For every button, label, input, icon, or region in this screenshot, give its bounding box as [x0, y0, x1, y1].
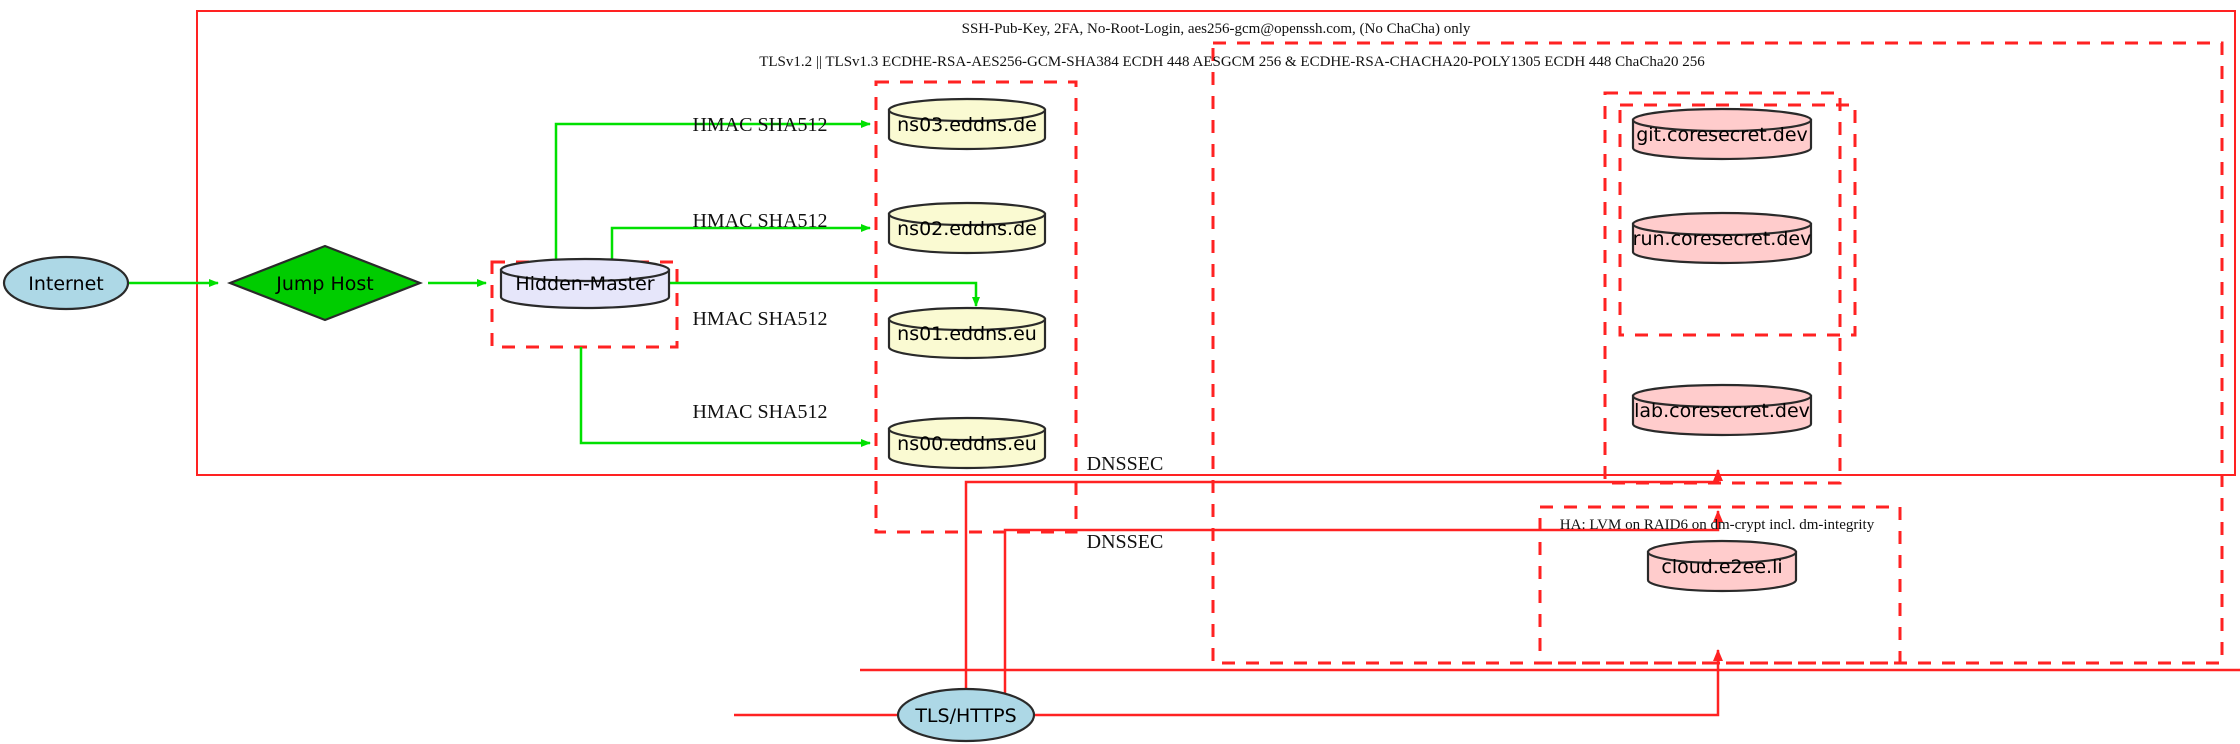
node-jump-host-label: Jump Host	[275, 273, 374, 295]
node-ns00[interactable]: ns00.eddns.eu	[887, 416, 1047, 470]
edge-label-dnssec-upper: DNSSEC	[1087, 453, 1164, 475]
node-ns03-label: ns03.eddns.de	[897, 114, 1037, 136]
edge-dnssec-lower	[1003, 510, 1723, 712]
node-ns01-label: ns01.eddns.eu	[897, 323, 1037, 345]
node-hidden-master[interactable]: Hidden-Master	[499, 257, 671, 310]
edge-hiddenmaster-to-ns03	[554, 120, 871, 262]
edge-label-hmac-ns00: HMAC SHA512	[692, 401, 827, 423]
node-tls-https[interactable]: TLS/HTTPS	[896, 687, 1036, 743]
cluster-hidden-master	[490, 260, 679, 349]
node-git-label: git.coresecret.dev	[1636, 124, 1808, 146]
cluster-ssh-perimeter	[196, 10, 2236, 476]
node-lab-coresecret-dev[interactable]: lab.coresecret.dev	[1631, 383, 1813, 437]
node-hidden-master-label: Hidden-Master	[515, 273, 654, 295]
edge-hiddenmaster-to-ns02	[610, 224, 871, 262]
node-ns03[interactable]: ns03.eddns.de	[887, 97, 1047, 151]
node-git-coresecret-dev[interactable]: git.coresecret.dev	[1631, 107, 1813, 161]
node-internet[interactable]: Internet	[2, 255, 130, 311]
cluster-ha-storage	[1538, 505, 1902, 665]
label-tls-policy: TLSv1.2 || TLSv1.3 ECDHE-RSA-AES256-GCM-…	[759, 54, 1705, 70]
edge-dnssec-upper	[964, 469, 1723, 698]
cluster-coresecret-inner	[1618, 103, 1857, 337]
node-run-label: run.coresecret.dev	[1633, 228, 1812, 250]
label-ssh-policy: SSH-Pub-Key, 2FA, No-Root-Login, aes256-…	[962, 21, 1471, 37]
node-ns02-label: ns02.eddns.de	[897, 218, 1037, 240]
node-internet-label: Internet	[28, 273, 103, 295]
node-ns02[interactable]: ns02.eddns.de	[887, 201, 1047, 255]
edge-label-hmac-ns01: HMAC SHA512	[692, 308, 827, 330]
cluster-nameservers	[874, 80, 1078, 534]
node-run-coresecret-dev[interactable]: run.coresecret.dev	[1631, 211, 1813, 265]
node-lab-label: lab.coresecret.dev	[1634, 400, 1810, 422]
label-ha-policy: HA: LVM on RAID6 on dm-crypt incl. dm-in…	[1560, 517, 1875, 533]
edge-label-dnssec-lower: DNSSEC	[1087, 531, 1164, 553]
node-tls-https-label: TLS/HTTPS	[914, 705, 1016, 727]
edge-tlshttps-to-ha	[734, 649, 1723, 717]
edge-label-hmac-ns02: HMAC SHA512	[692, 210, 827, 232]
node-cloud-e2ee-li[interactable]: cloud.e2ee.li	[1646, 539, 1798, 593]
node-cloud-label: cloud.e2ee.li	[1661, 556, 1782, 578]
node-jump-host[interactable]: Jump Host	[226, 244, 424, 322]
node-ns01[interactable]: ns01.eddns.eu	[887, 306, 1047, 360]
node-ns00-label: ns00.eddns.eu	[897, 433, 1037, 455]
edge-hiddenmaster-to-ns01	[670, 281, 980, 307]
edge-label-hmac-ns03: HMAC SHA512	[692, 114, 827, 136]
cluster-tls-perimeter	[1211, 41, 2224, 665]
edge-hiddenmaster-to-ns00	[579, 347, 871, 447]
